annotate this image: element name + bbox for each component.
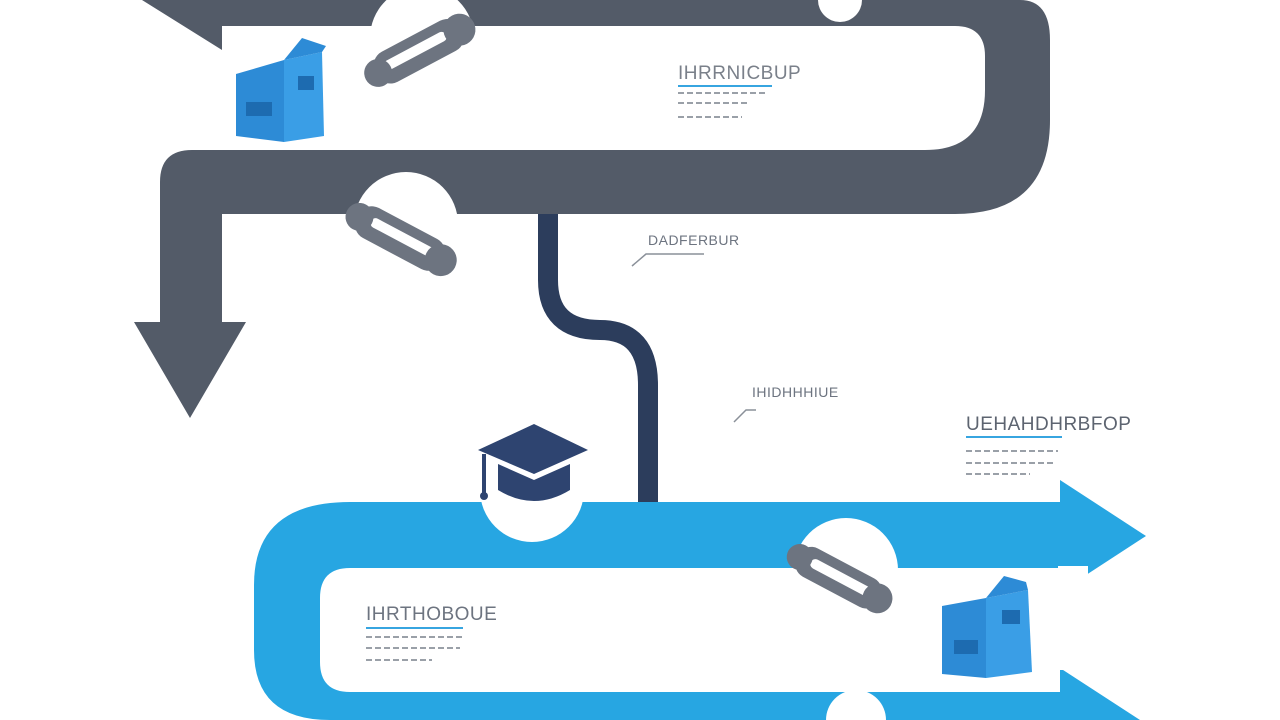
- milestone-1: IHRRNICBUP: [678, 63, 801, 118]
- diploma-scroll-icon: [345, 202, 457, 277]
- badge-circle: [826, 690, 886, 720]
- connector-line: [538, 214, 658, 502]
- milestone-heading: IHIDHHHIUE: [752, 384, 839, 400]
- book-icon: [942, 576, 1032, 678]
- milestone-heading: UEHAHDHRBFOP: [966, 414, 1131, 435]
- milestone-heading: IHRTHOBOUE: [366, 604, 497, 625]
- blue-road-upper-arrow: [254, 480, 1146, 720]
- diploma-scroll-icon: [786, 543, 893, 614]
- milestone-4: UEHAHDHRBFOP: [966, 414, 1131, 475]
- milestone-2: DADFERBUR: [631, 232, 740, 267]
- badge-circle: [818, 0, 862, 22]
- milestone-5: IHRTHOBOUE: [366, 604, 497, 661]
- milestone-heading: DADFERBUR: [648, 232, 740, 248]
- roadmap-paths: [134, 0, 1146, 720]
- book-icon: [236, 38, 326, 142]
- graduation-cap-icon: [478, 424, 588, 501]
- blue-road-gap: [1058, 566, 1088, 670]
- milestone-heading: IHRRNICBUP: [678, 63, 801, 84]
- diploma-scroll-icon: [364, 13, 476, 87]
- dark-road-top-arrow: [134, 0, 1050, 418]
- milestone-3: IHIDHHHIUE: [733, 384, 839, 423]
